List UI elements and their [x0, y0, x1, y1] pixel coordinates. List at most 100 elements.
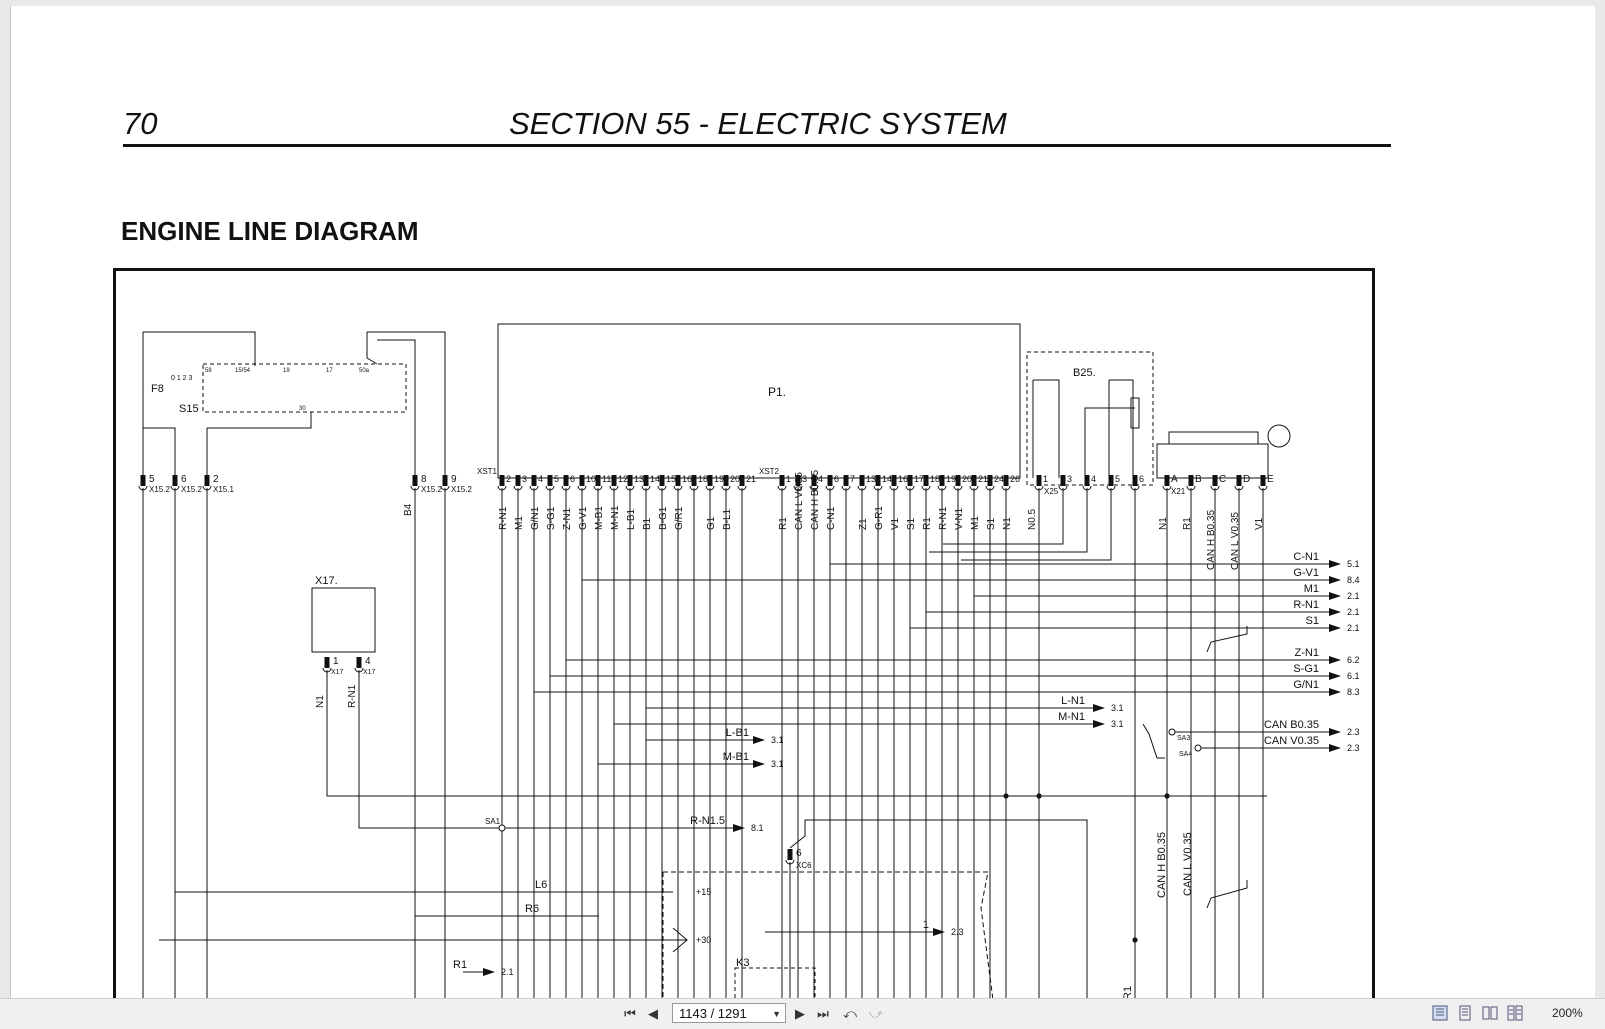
- x17-wire: [358, 670, 743, 829]
- left-pin-number: 6: [181, 474, 187, 485]
- last-page-icon[interactable]: ⏭: [817, 1006, 829, 1021]
- x21-wire-label: N1: [1158, 517, 1169, 530]
- x21-pin-number: A: [1171, 474, 1178, 485]
- xst1-pin-number: 10: [586, 474, 596, 484]
- component-p1: P1.: [768, 385, 786, 399]
- page-number: 70: [123, 106, 158, 141]
- output-wire-label: G/N1: [1293, 679, 1319, 691]
- can-output-arrow: [1329, 728, 1341, 736]
- component-k3: K3: [736, 957, 749, 969]
- x25-pin-number: 6: [1139, 474, 1144, 484]
- mid-output-reference: 3.1: [771, 759, 784, 769]
- document-page: 70 SECTION 55 - ELECTRIC SYSTEM ENGINE L…: [10, 6, 1595, 998]
- splice-sa4-label: SA4: [1179, 751, 1192, 758]
- go-back-icon[interactable]: ⤺: [843, 1006, 857, 1021]
- xst1-pin-number: 15: [666, 474, 676, 484]
- x25-wire: [943, 488, 1064, 545]
- chevron-down-icon[interactable]: ▼: [772, 1009, 781, 1019]
- page-indicator: 1143 / 1291: [679, 1006, 747, 1021]
- xst2-pin-number: 4: [818, 474, 823, 484]
- next-page-icon[interactable]: ▶: [795, 1006, 805, 1021]
- xst1-pin: [595, 475, 601, 486]
- continuous-view-icon[interactable]: [1457, 1005, 1473, 1021]
- xst2-pin-number: 16: [898, 474, 908, 484]
- x21-wire-label: CAN L V0.35: [1230, 512, 1241, 570]
- xst2-pin-number: 13: [866, 474, 876, 484]
- r1-vertical-label: R1: [1122, 986, 1134, 1000]
- xst1-pin-number: 6: [570, 474, 575, 484]
- mid-output-label: L-B1: [726, 727, 749, 739]
- mid-output-reference: 8.1: [751, 823, 764, 833]
- mid-output-arrow: [733, 824, 745, 832]
- left-pin-connector-label: X15.2: [421, 485, 442, 494]
- xst2-pin: [1003, 475, 1009, 486]
- bottom-wire-label: R6: [525, 903, 539, 915]
- x21-pin: [1164, 475, 1170, 486]
- xst2-pin: [795, 475, 801, 486]
- xst2-pin-number: 14: [882, 474, 892, 484]
- mid-output-arrow: [753, 760, 765, 768]
- xst1-wire-label: G/N1: [530, 506, 541, 530]
- x21-wire-label: V1: [1254, 517, 1265, 530]
- x17-wire: [326, 670, 1267, 797]
- diagram-title: ENGINE LINE DIAGRAM: [121, 216, 419, 246]
- single-page-view-icon[interactable]: [1432, 1005, 1448, 1021]
- output-reference: 8.3: [1347, 687, 1360, 697]
- xst1-pin: [499, 475, 505, 486]
- xst2-pin: [891, 475, 897, 486]
- xst1-pin: [675, 475, 681, 486]
- splice-sa3-label: SA3: [1177, 735, 1190, 742]
- go-forward-icon[interactable]: ⤻: [869, 1006, 883, 1021]
- x25-pin: [1108, 475, 1114, 486]
- first-page-icon[interactable]: ⏮: [624, 1006, 636, 1021]
- xst1-pin-number: 12: [618, 474, 628, 484]
- zoom-level[interactable]: 200%: [1552, 1006, 1583, 1020]
- connector-xst2-label: XST2: [759, 467, 780, 476]
- previous-page-icon[interactable]: ◀: [648, 1006, 658, 1021]
- xst1-wire-label: M1: [514, 516, 525, 530]
- xst2-pin-number: 3: [802, 474, 807, 484]
- output-arrow: [1329, 688, 1341, 696]
- xst2-wire-label: CAN H B0.35: [810, 470, 821, 530]
- xst1-pin: [579, 475, 585, 486]
- left-connector-pin: [204, 475, 210, 486]
- mid-output-arrow: [1093, 704, 1105, 712]
- can-l-vertical-label: CAN L V0.35: [1182, 832, 1194, 896]
- continuous-facing-view-icon[interactable]: [1507, 1005, 1523, 1021]
- output-reference: 6.1: [1347, 671, 1360, 681]
- xst1-wire-label: G-V1: [578, 506, 589, 530]
- splice-sa3: [1168, 728, 1176, 736]
- bottom-reference: +30: [696, 935, 711, 945]
- xst1-pin-number: 14: [650, 474, 660, 484]
- s15-terminal-label: 50a: [359, 368, 370, 374]
- xst2-wire-label: R-N1: [938, 506, 949, 530]
- mid-output-arrow: [753, 736, 765, 744]
- splice-sa1-label: SA1: [485, 817, 501, 826]
- xst2-wire-label: N1: [1002, 517, 1013, 530]
- facing-view-icon[interactable]: [1482, 1005, 1498, 1021]
- s15-terminal-label: 17: [326, 368, 333, 374]
- xst2-pin-number: 18: [930, 474, 940, 484]
- xst1-pin-number: 5: [554, 474, 559, 484]
- section-title: SECTION 55 - ELECTRIC SYSTEM: [509, 106, 1007, 141]
- xst1-pin-number: 4: [538, 474, 543, 484]
- xst2-wire-label: V1: [890, 517, 901, 530]
- xst1-pin-number: 20: [730, 474, 740, 484]
- xst1-pin-number: 2: [506, 474, 511, 484]
- xst2-pin-number: 1: [786, 474, 791, 484]
- xst2-wire-label: R1: [922, 517, 933, 530]
- can-h-vertical-label: CAN H B0.35: [1156, 832, 1168, 898]
- can-output-reference: 2.3: [1347, 743, 1360, 753]
- xst1-wire-label: S-G1: [546, 506, 557, 530]
- x25-wire-label: N0.5: [1027, 508, 1038, 530]
- xst2-wire-label: G-R1: [874, 506, 885, 530]
- x17-pin-number: 4: [365, 656, 371, 667]
- bottom-wire-label: L6: [535, 879, 547, 891]
- page-indicator-field[interactable]: 1143 / 1291 ▼: [672, 1003, 786, 1023]
- connector-x25-label: X25: [1044, 487, 1059, 496]
- output-reference: 5.1: [1347, 559, 1360, 569]
- output-arrow: [1329, 656, 1341, 664]
- xst2-pin: [779, 475, 785, 486]
- xst2-pin: [987, 475, 993, 486]
